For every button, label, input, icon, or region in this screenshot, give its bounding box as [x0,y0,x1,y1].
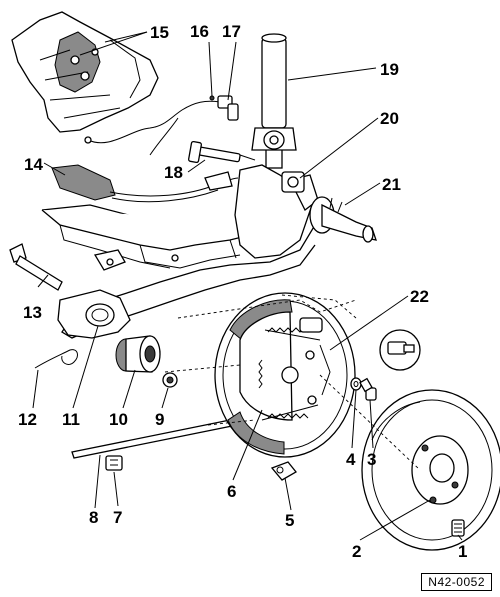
handbrake-cable [71,419,233,471]
stub-axle [309,196,377,243]
brake-backing-plate [214,292,356,458]
mounting-bolt-18 [188,140,256,164]
bolt-detail-circle [379,329,421,371]
callout-19: 19 [380,60,399,79]
shock-absorber [251,33,297,169]
callout-12: 12 [18,410,37,429]
callout-3: 3 [367,450,376,469]
brake-drum [361,389,500,551]
callout-13: 13 [23,303,42,322]
callout-8: 8 [89,508,98,527]
callout-4: 4 [346,450,356,469]
callout-10: 10 [109,410,128,429]
callout-16: 16 [190,22,209,41]
figure-reference-code: N42-0052 [421,573,492,591]
wheel-bolt-1 [451,519,465,537]
callout-18: 18 [164,163,183,182]
callout-2: 2 [352,542,361,561]
callout-15: 15 [150,23,169,42]
washer-4 [350,377,362,391]
abs-sensor-wiring [84,95,239,156]
callout-1: 1 [458,542,467,561]
callout-17: 17 [222,22,241,41]
callout-11: 11 [62,410,80,429]
callout-9: 9 [155,410,164,429]
bolt-13 [9,243,63,291]
callout-5: 5 [285,511,294,530]
callout-labels: 1 2 3 4 5 6 7 8 9 10 11 12 13 14 15 16 1… [18,22,467,561]
rubber-bush [115,335,161,373]
leader-lines [32,31,463,541]
callout-6: 6 [227,482,236,501]
spring-clip [34,349,78,369]
callout-14: 14 [24,155,43,174]
assembly-lines [164,294,421,471]
bolt-3 [359,377,377,401]
callout-20: 20 [380,109,399,128]
body-mounting-bracket [11,11,159,133]
callout-21: 21 [382,175,401,194]
callout-7: 7 [113,508,122,527]
nut-9 [162,372,178,388]
rear-axle-beam [41,164,319,339]
retaining-clip-5 [270,461,297,481]
callout-22: 22 [410,287,429,306]
brake-line-bracket [51,164,239,203]
